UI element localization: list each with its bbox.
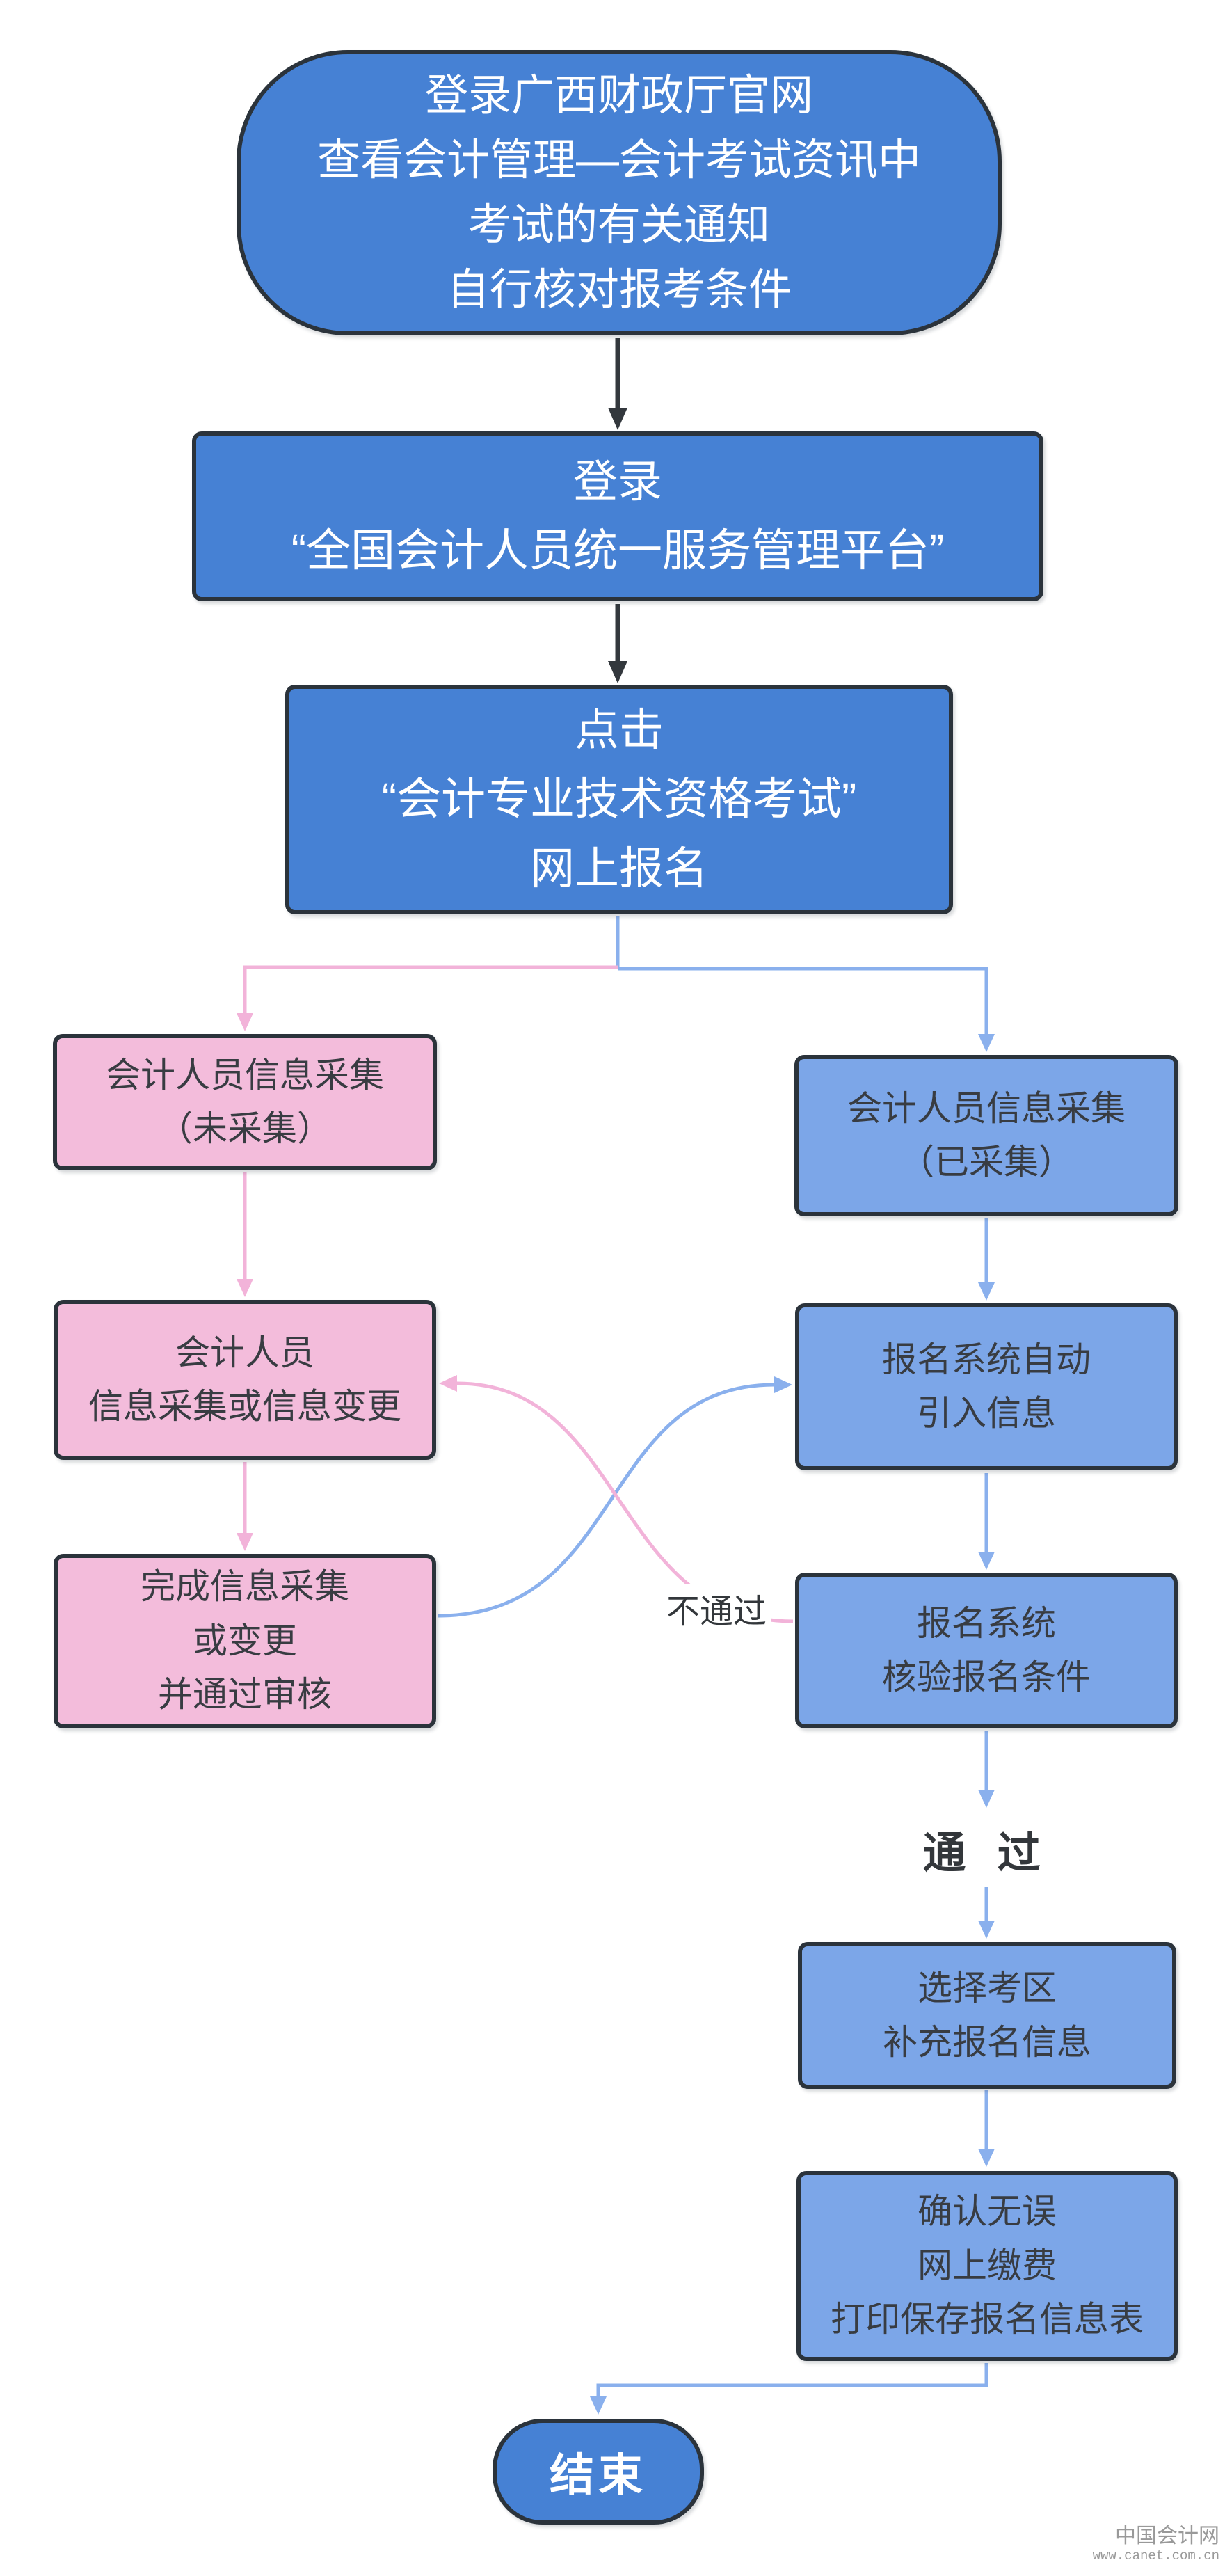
node-collect-not-text: 会计人员信息采集 （未采集） [106,1055,384,1149]
node-collect-or-change-text: 会计人员 信息采集或信息变更 [88,1333,401,1426]
node-login-text: 登录 “全国会计人员统一服务管理平台” [291,456,945,575]
node-click-register: 点击 “会计专业技术资格考试” 网上报名 [285,685,953,914]
pass-label: 通 过 [922,1829,1050,1877]
edge-complete-autoimport-curve [438,1376,792,1618]
node-collect-done: 会计人员信息采集 （已采集） [794,1055,1178,1216]
node-end-text: 结束 [550,2450,647,2500]
node-collect-not: 会计人员信息采集 （未采集） [53,1034,437,1170]
node-click-text: 点击 “会计专业技术资格考试” 网上报名 [381,705,857,893]
node-verify-conditions-text: 报名系统 核验报名条件 [882,1603,1091,1697]
watermark-site-url: www.canet.com.cn [1092,2547,1219,2563]
node-login-platform: 登录 “全国会计人员统一服务管理平台” [192,431,1043,601]
edge-split-left-pink [237,965,618,1031]
node-start: 登录广西财政厅官网 查看会计管理—会计考试资讯中 考试的有关通知 自行核对报考条… [237,50,1002,335]
watermark: 中国会计网 www.canet.com.cn [1093,2525,1219,2563]
fail-label: 不通过 [662,1584,771,1632]
node-confirm-pay-text: 确认无误 网上缴费 打印保存报名信息表 [831,2192,1144,2339]
watermark-site-name: 中国会计网 [1115,2525,1219,2547]
node-collect-done-text: 会计人员信息采集 （已采集） [847,1088,1126,1182]
node-auto-import: 报名系统自动 引入信息 [795,1303,1178,1470]
node-end: 结束 [493,2419,704,2525]
node-confirm-pay: 确认无误 网上缴费 打印保存报名信息表 [796,2171,1178,2361]
node-collect-or-change: 会计人员 信息采集或信息变更 [54,1300,436,1460]
node-auto-import-text: 报名系统自动 引入信息 [882,1339,1091,1433]
node-verify-conditions: 报名系统 核验报名条件 [795,1573,1178,1728]
node-complete-collect: 完成信息采集 或变更 并通过审核 [54,1554,436,1728]
node-start-text: 登录广西财政厅官网 查看会计管理—会计考试资讯中 考试的有关通知 自行核对报考条… [317,72,921,314]
node-complete-collect-text: 完成信息采集 或变更 并通过审核 [141,1567,349,1715]
node-select-area: 选择考区 补充报名信息 [798,1942,1176,2089]
edge-split-right-blue [618,967,995,1052]
node-select-area-text: 选择考区 补充报名信息 [883,1969,1091,2062]
edge-confirm-end [590,2363,988,2415]
